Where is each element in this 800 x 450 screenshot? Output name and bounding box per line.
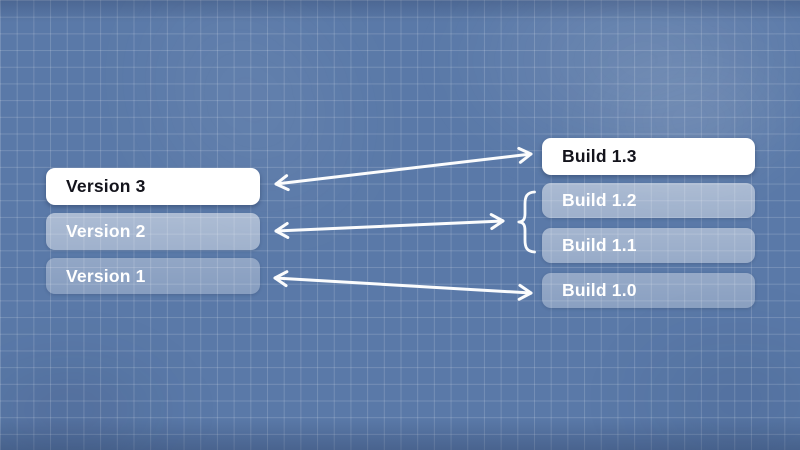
build-1-3-label: Build 1.3 [562, 146, 637, 166]
version-2-box: Version 2 [46, 213, 260, 250]
arrow-version2-buildgroup [274, 213, 505, 239]
build-1-2-box: Build 1.2 [542, 183, 755, 218]
version-1-box: Version 1 [46, 258, 260, 294]
version-3-label: Version 3 [66, 176, 146, 196]
version-2-label: Version 2 [66, 221, 146, 241]
build-1-1-box: Build 1.1 [542, 228, 755, 263]
arrow-version1-build10 [273, 270, 533, 301]
build-1-2-label: Build 1.2 [562, 190, 637, 210]
brace-group-builds [517, 190, 536, 254]
build-1-0-label: Build 1.0 [562, 280, 637, 300]
version-1-label: Version 1 [66, 265, 146, 286]
build-1-1-label: Build 1.1 [562, 235, 637, 255]
build-1-3-box: Build 1.3 [542, 138, 755, 175]
arrow-version3-build13 [274, 146, 533, 192]
background-smudge-texture [600, 300, 800, 450]
version-3-box: Version 3 [46, 168, 260, 205]
background-smudge-texture [0, 330, 200, 450]
build-1-0-box: Build 1.0 [542, 273, 755, 308]
